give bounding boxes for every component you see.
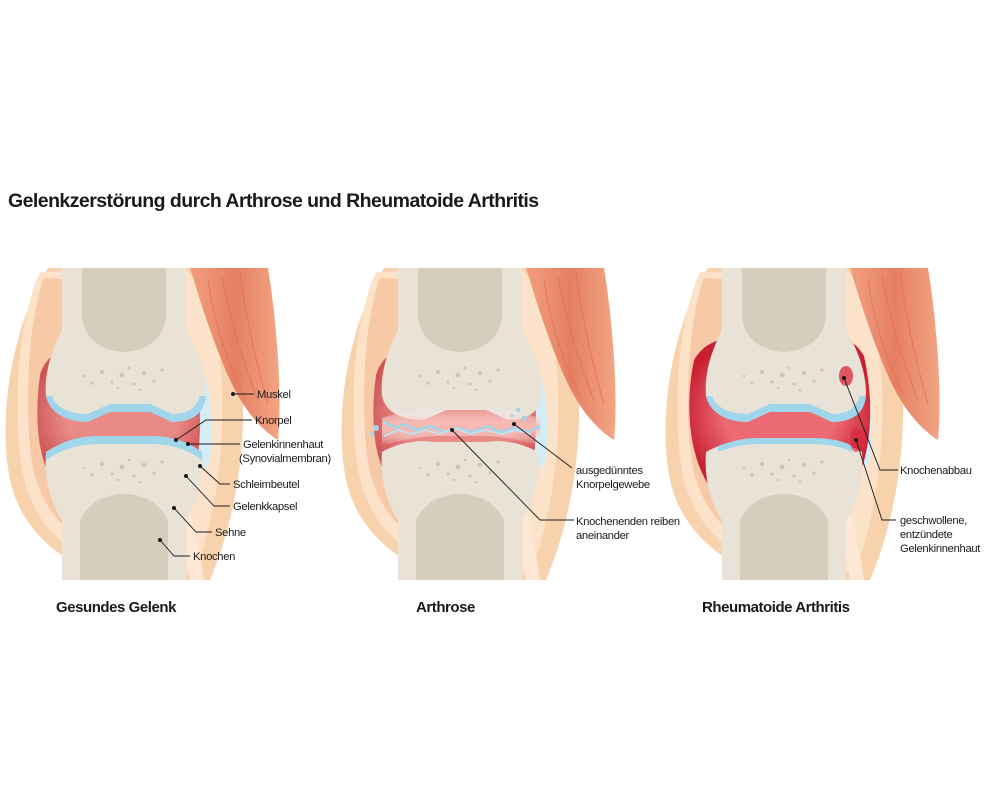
label-knochen: Knochen (193, 551, 235, 563)
label-knochenenden: Knochenenden reiben (576, 516, 680, 528)
label-knochenabbau: Knochenabbau (900, 465, 972, 477)
label-schleimbeutel: Schleimbeutel (233, 479, 299, 491)
caption-rheumatoide: Rheumatoide Arthritis (702, 599, 850, 616)
label-entzuendete: entzündete (900, 529, 952, 541)
caption-arthrose: Arthrose (416, 599, 475, 616)
label-sehne: Sehne (215, 527, 246, 539)
label-synovialmembran: (Synovialmembran) (239, 453, 331, 465)
panel-arthrose: ausgedünntes Knorpelgewebe Knochenenden … (342, 268, 680, 616)
label-ausgeduenntes: ausgedünntes (576, 465, 643, 477)
panel-rheumatoide-arthritis: Knochenabbau geschwollene, entzündete Ge… (666, 268, 982, 616)
label-gelenkinnenhaut: Gelenkinnenhaut (243, 439, 324, 451)
label-aneinander: aneinander (576, 530, 630, 542)
label-muskel: Muskel (257, 389, 291, 401)
caption-healthy: Gesundes Gelenk (56, 599, 177, 616)
panel-healthy-joint: Muskel Knorpel Gelenkinnenhaut (Synovial… (6, 268, 332, 616)
label-knorpelgewebe: Knorpelgewebe (576, 479, 650, 491)
label-knorpel: Knorpel (255, 415, 291, 427)
page-title: Gelenkzerstörung durch Arthrose und Rheu… (8, 190, 539, 212)
label-gelenkinnenhaut-ra: Gelenkinnenhaut (900, 543, 981, 555)
label-gelenkkapsel: Gelenkkapsel (233, 501, 297, 513)
label-geschwollene: geschwollene, (900, 515, 967, 527)
